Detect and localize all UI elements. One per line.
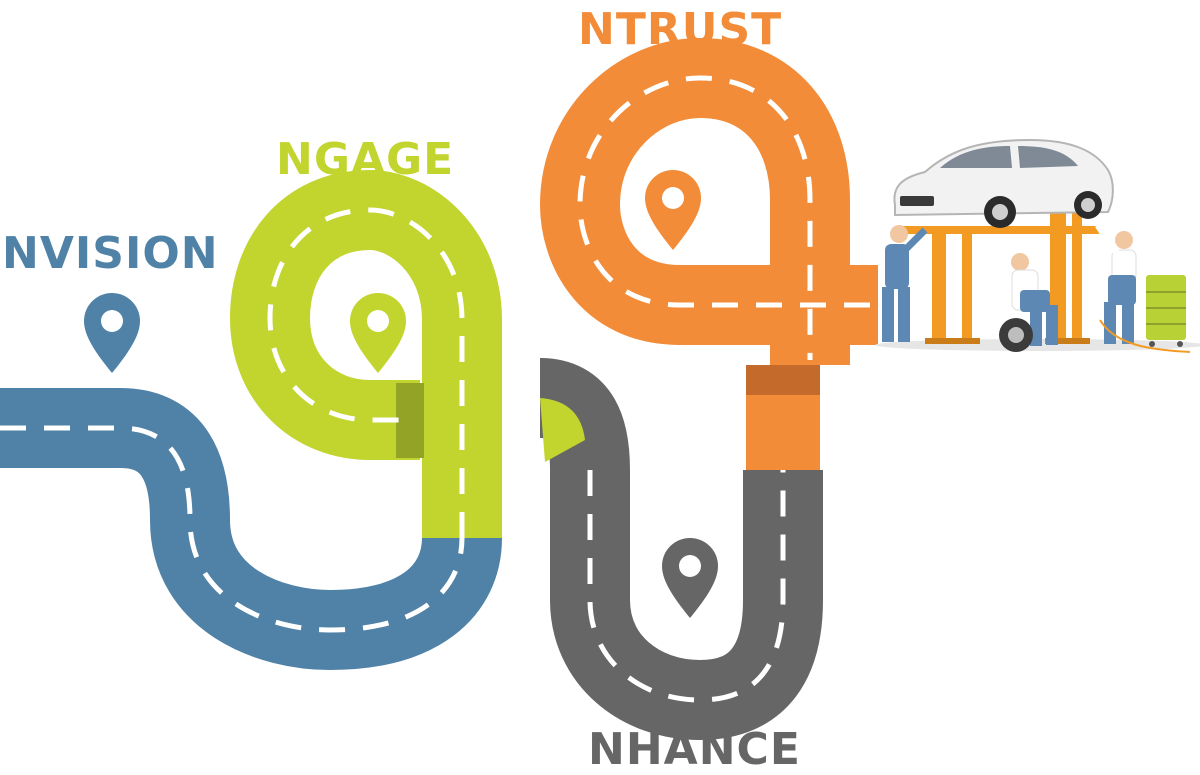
car-icon xyxy=(893,138,1114,228)
gage-pin-icon xyxy=(350,293,406,373)
label-ntrust-text: TRUST xyxy=(616,4,782,55)
hance-pin-icon xyxy=(662,538,718,618)
label-ntrust: NTRUST xyxy=(578,4,782,55)
label-ngage-text: GAGE xyxy=(314,134,454,185)
trust-pin-icon xyxy=(645,170,701,250)
mechanic-icon xyxy=(882,225,928,342)
tool-cabinet-icon xyxy=(1146,275,1186,347)
trust-road xyxy=(539,37,878,470)
mechanic-drill-icon xyxy=(1095,223,1191,353)
label-ngage: NGAGE xyxy=(276,134,454,185)
label-nvision-prefix: N xyxy=(2,228,40,279)
vision-road xyxy=(0,388,502,671)
vision-pin-icon xyxy=(84,293,140,373)
label-nhance: NHANCE xyxy=(588,724,801,775)
label-nvision-text: VISION xyxy=(40,228,219,279)
label-ngage-prefix: N xyxy=(276,134,314,185)
label-nhance-text: HANCE xyxy=(626,724,801,775)
gage-road xyxy=(229,169,502,538)
hance-road xyxy=(537,358,823,741)
car-service-illustration xyxy=(875,138,1200,353)
mechanic-tire-icon xyxy=(999,253,1058,352)
label-nvision: NVISION xyxy=(2,228,219,279)
label-nhance-prefix: N xyxy=(588,724,626,775)
label-ntrust-prefix: N xyxy=(578,4,616,55)
